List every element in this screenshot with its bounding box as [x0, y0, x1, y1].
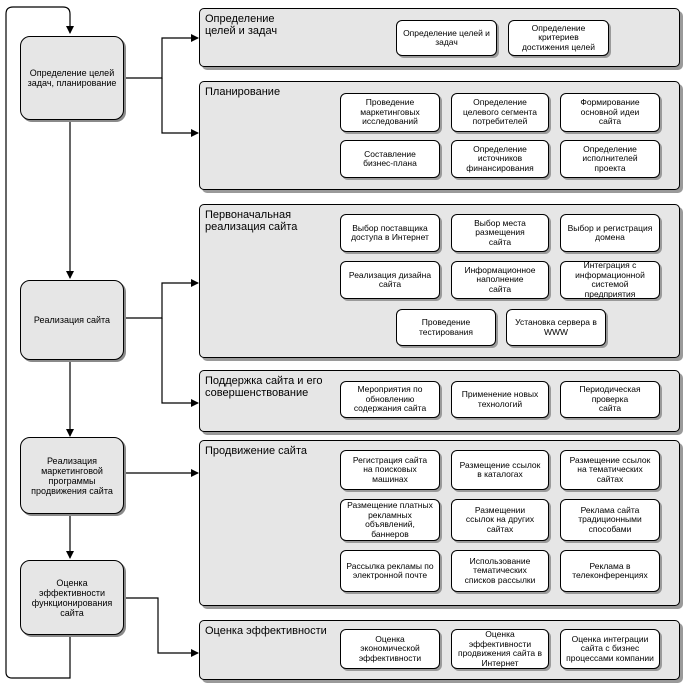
- panel-title: Планирование: [205, 86, 281, 98]
- step-box: Составление бизнес-плана: [340, 140, 440, 178]
- step-box: Размещение ссылок на тематических сайтах: [560, 450, 660, 490]
- step-box: Использование тематических списков рассы…: [451, 550, 549, 592]
- panel-promotion: Продвижение сайта Регистрация сайта на п…: [199, 440, 680, 606]
- branch-4: [125, 597, 199, 657]
- panel-title: Продвижение сайта: [205, 445, 307, 457]
- step-box: Размещение платных рекламных объявлений,…: [340, 499, 440, 541]
- process-step-implementation: Реализация сайта: [20, 280, 124, 360]
- step-box: Выбор места размещения сайта: [451, 214, 549, 252]
- step-box: Установка сервера в WWW: [506, 309, 606, 346]
- step-box: Реклама сайта традиционными способами: [560, 499, 660, 541]
- step-box: Размещении ссылок на других сайтах: [451, 499, 549, 541]
- step-box: Определение целей и задач: [396, 20, 497, 56]
- panel-planning: Планирование Проведение маркетинговых ис…: [199, 81, 680, 190]
- step-box: Определение критериев достижения целей: [508, 20, 609, 56]
- branch-2: [125, 279, 199, 319]
- panel-title: Поддержка сайта и его совершенствование: [205, 375, 323, 399]
- panel-title: Оценка эффективности: [205, 625, 327, 637]
- step-box: Оценка экономической эффективности: [340, 629, 440, 669]
- step-box: Рассылка рекламы по электронной почте: [340, 550, 440, 592]
- feedback-loop-line: [5, 6, 74, 679]
- step-box: Регистрация сайта на поисковых машинах: [340, 450, 440, 490]
- panel-initial-implementation: Первоначальная реализация сайта Выбор по…: [199, 204, 680, 358]
- panel-support: Поддержка сайта и его совершенствование …: [199, 370, 680, 432]
- step-box: Определение исполнителей проекта: [560, 140, 660, 178]
- step-box: Определение целевого сегмента потребител…: [451, 93, 549, 132]
- step-box: Проведение тестирования: [396, 309, 496, 346]
- step-box: Определение источников финансирования: [451, 140, 549, 178]
- process-step-planning: Определение целей задач, планирование: [20, 36, 124, 120]
- step-box: Периодическая проверка сайта: [560, 381, 660, 418]
- step-box: Выбор и регистрация домена: [560, 214, 660, 252]
- branch-1: [125, 34, 199, 79]
- step-box: Мероприятия по обновлению содержания сай…: [340, 381, 440, 418]
- step-box: Применение новых технологий: [451, 381, 549, 418]
- process-step-evaluation: Оценка эффективности функционирования са…: [20, 560, 124, 635]
- panel-evaluation: Оценка эффективности Оценка экономическо…: [199, 620, 680, 680]
- step-box: Реализация дизайна сайта: [340, 261, 440, 299]
- branch-1b: [161, 78, 199, 137]
- branch-2b: [161, 318, 199, 407]
- step-box: Реклама в телеконференциях: [560, 550, 660, 592]
- panel-title: Первоначальная реализация сайта: [205, 209, 298, 233]
- step-box: Проведение маркетинговых исследований: [340, 93, 440, 132]
- panel-goals: Определение целей и задач Определение це…: [199, 8, 680, 67]
- step-box: Формирование основной идеи сайта: [560, 93, 660, 132]
- step-box: Оценка интеграции сайта с бизнес процесс…: [560, 629, 660, 669]
- step-box: Информационное наполнение сайта: [451, 261, 549, 299]
- panel-title: Определение целей и задач: [205, 13, 278, 37]
- step-box: Интеграция с информационной системой пре…: [560, 260, 660, 299]
- step-box: Размещение ссылок в каталогах: [451, 450, 549, 490]
- step-box: Выбор поставщика доступа в Интернет: [340, 214, 440, 252]
- process-step-promotion: Реализация маркетинговой программы продв…: [20, 437, 124, 514]
- step-box: Оценка эффективности продвижения сайта в…: [451, 629, 549, 669]
